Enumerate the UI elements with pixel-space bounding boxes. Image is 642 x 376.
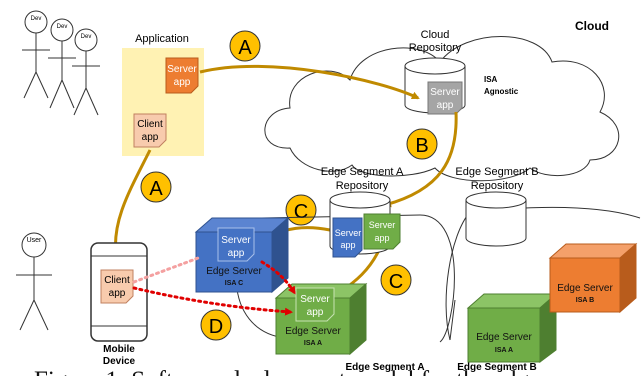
segment-b-label: Edge Segment B xyxy=(457,362,536,373)
step-a-bottom: A xyxy=(140,171,172,203)
svg-text:Edge Server: Edge Server xyxy=(285,326,341,337)
svg-text:app: app xyxy=(142,132,159,143)
svg-text:ISA A: ISA A xyxy=(304,340,322,347)
edge-repo-a-title-1: Edge Segment A xyxy=(321,166,404,178)
step-c-right: C xyxy=(380,264,412,296)
edge-repo-b-title-1: Edge Segment B xyxy=(455,166,538,178)
developer-figure xyxy=(22,10,100,116)
svg-text:A: A xyxy=(149,178,163,200)
svg-text:Server: Server xyxy=(300,294,330,305)
segment-a-label: Edge Segment A xyxy=(345,362,424,373)
step-a-top: A xyxy=(229,30,261,62)
user-badge: User xyxy=(27,237,42,244)
edge-server-seg-b-isa-b: Edge Server ISA B xyxy=(548,242,638,314)
svg-text:Edge Server: Edge Server xyxy=(206,266,262,277)
svg-text:Server: Server xyxy=(167,64,197,75)
arrow-b-fetch xyxy=(383,111,458,208)
svg-text:Server: Server xyxy=(221,235,251,246)
svg-text:Server: Server xyxy=(335,228,362,238)
cloud-repo-title-2: Repository xyxy=(409,42,462,54)
svg-text:Edge Server: Edge Server xyxy=(476,332,532,343)
edge-repo-b-cylinder xyxy=(465,191,527,247)
step-c-left: C xyxy=(285,194,317,226)
svg-text:Server: Server xyxy=(430,87,460,98)
svg-text:app: app xyxy=(109,288,126,299)
dev-badge-3: Dev xyxy=(81,34,92,40)
svg-text:C: C xyxy=(294,201,308,223)
svg-text:D: D xyxy=(209,316,223,338)
svg-text:Edge Server: Edge Server xyxy=(557,283,613,294)
svg-text:ISA A: ISA A xyxy=(495,347,513,354)
svg-text:app: app xyxy=(228,248,245,259)
svg-text:C: C xyxy=(389,271,403,293)
svg-text:ISA B: ISA B xyxy=(576,297,594,304)
repo-app-blue: Server app xyxy=(332,217,363,258)
mobile-label-1: Mobile xyxy=(103,344,135,355)
svg-text:app: app xyxy=(340,240,355,250)
dev-badge-2: Dev xyxy=(57,24,68,30)
edge-segment-divider xyxy=(449,299,456,341)
edge-server-isa-a: Server app Edge Server ISA A xyxy=(274,282,368,356)
step-b: B xyxy=(406,128,438,160)
cloud-label: Cloud xyxy=(575,19,609,33)
application-title: Application xyxy=(135,33,189,45)
app-server-app: Server app xyxy=(165,57,199,94)
isa-agnostic-2: Agnostic xyxy=(484,87,519,96)
mobile-device: Client app xyxy=(90,242,148,342)
svg-text:ISA C: ISA C xyxy=(225,280,243,287)
mobile-label-2: Device xyxy=(103,356,136,367)
figure-caption: Figure 1: Software deployment model for … xyxy=(34,367,546,376)
app-client-app: Client app xyxy=(133,113,167,148)
cloud-repo-title-1: Cloud xyxy=(421,29,450,41)
svg-text:Server: Server xyxy=(369,220,396,230)
svg-text:app: app xyxy=(307,307,324,318)
arrow-a-install xyxy=(111,149,152,257)
svg-text:Client: Client xyxy=(137,119,163,130)
repo-app-green: Server app xyxy=(363,213,401,250)
user-figure xyxy=(16,232,52,331)
link-client-to-isa-a xyxy=(132,286,293,316)
edge-repo-b-title-2: Repository xyxy=(471,180,524,192)
svg-text:app: app xyxy=(174,77,191,88)
edge-repo-a-title-2: Repository xyxy=(336,180,389,192)
svg-text:A: A xyxy=(238,37,252,59)
svg-text:B: B xyxy=(415,135,428,157)
edge-server-seg-b-isa-a: Edge Server ISA A xyxy=(466,292,558,363)
arrow-a-upload xyxy=(199,64,420,100)
edge-server-isa-c: Server app Edge Server ISA C xyxy=(194,216,290,294)
svg-text:Client: Client xyxy=(104,275,130,286)
link-client-to-isa-c xyxy=(132,256,200,284)
cloud-server-app: Server app xyxy=(427,81,463,115)
svg-text:app: app xyxy=(374,233,389,243)
step-d: D xyxy=(200,309,232,341)
dev-badge-1: Dev xyxy=(31,16,42,22)
isa-agnostic-1: ISA xyxy=(484,75,498,84)
svg-text:app: app xyxy=(437,100,454,111)
